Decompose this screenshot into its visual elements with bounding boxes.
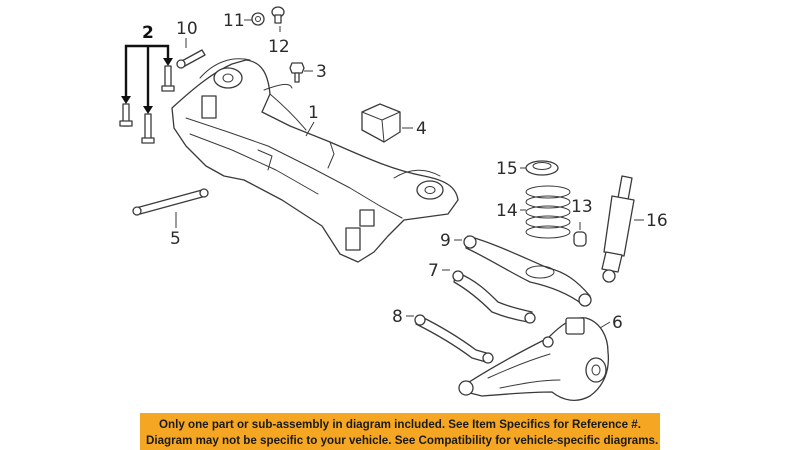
part-11-nut xyxy=(244,12,265,26)
callout-10: 10 xyxy=(176,19,198,39)
callout-15: 15 xyxy=(496,159,518,179)
part-13-bump-stop xyxy=(573,222,587,247)
part-10-bolt xyxy=(176,38,206,69)
callout-8: 8 xyxy=(392,307,403,327)
callout-7: 7 xyxy=(428,261,439,281)
callout-4: 4 xyxy=(416,119,427,139)
disclaimer-line-1: Only one part or sub-assembly in diagram… xyxy=(159,418,641,431)
part-3-bolt xyxy=(289,62,313,83)
callout-6: 6 xyxy=(612,313,623,333)
callout-13: 13 xyxy=(571,197,593,217)
disclaimer-line-2: Diagram may not be specific to your vehi… xyxy=(146,434,659,447)
part-6-knuckle xyxy=(458,317,611,402)
part-1-subframe xyxy=(171,58,459,263)
callout-12: 12 xyxy=(268,37,290,57)
part-14-coil-spring xyxy=(520,185,571,239)
part-5-link xyxy=(132,188,209,228)
part-15-spring-seat xyxy=(520,160,559,176)
part-9-lower-arm xyxy=(454,235,592,307)
callout-1: 1 xyxy=(308,103,319,123)
disclaimer-banner: Only one part or sub-assembly in diagram… xyxy=(140,413,660,450)
callout-2: 2 xyxy=(142,23,154,43)
callout-14: 14 xyxy=(496,201,518,221)
callout-11: 11 xyxy=(223,11,245,31)
part-7-upper-arm xyxy=(442,269,536,324)
part-12-bolt xyxy=(271,6,285,32)
callout-16: 16 xyxy=(646,211,668,231)
callout-5: 5 xyxy=(170,229,181,249)
part-4-mount xyxy=(361,103,413,143)
callout-9: 9 xyxy=(440,231,451,251)
part-2-bolts xyxy=(119,44,175,144)
part-16-shock-absorber xyxy=(601,175,644,283)
callout-3: 3 xyxy=(316,62,327,82)
part-8-lateral-link xyxy=(406,314,494,364)
